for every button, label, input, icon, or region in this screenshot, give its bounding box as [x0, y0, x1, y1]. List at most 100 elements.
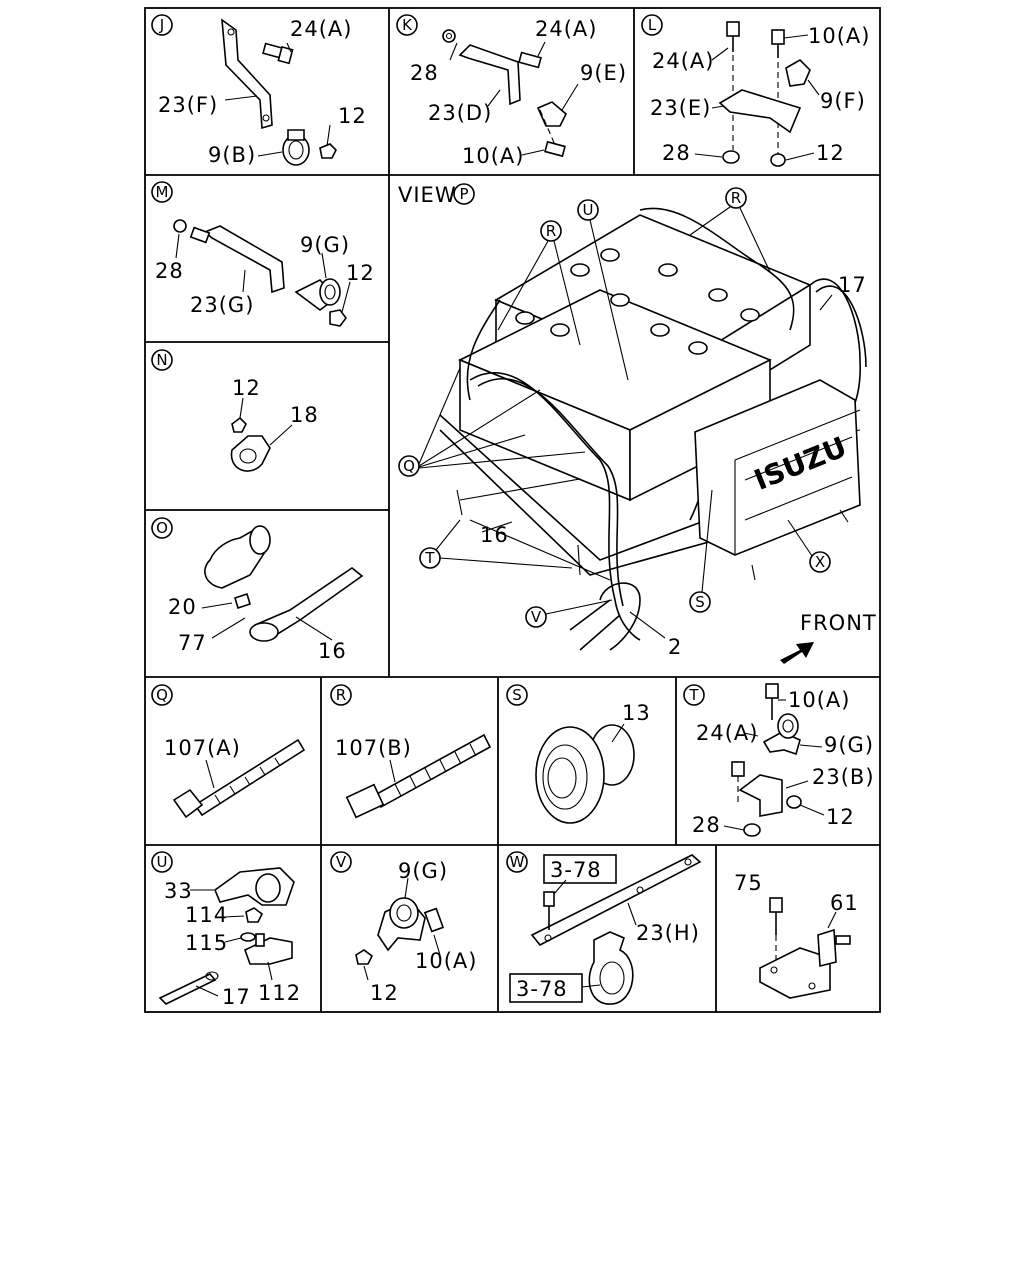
- clip-9e: [536, 101, 567, 127]
- view-word: VIEW: [398, 183, 457, 207]
- panel-grid: [144, 7, 881, 1013]
- clamp-18: [230, 435, 271, 472]
- nut-12: [355, 949, 374, 965]
- panel-v-letter: V: [336, 853, 347, 871]
- bracket-23f: [221, 18, 273, 130]
- label-24a: 24(A): [535, 17, 597, 41]
- label-10a: 10(A): [808, 24, 870, 48]
- label-28: 28: [692, 813, 721, 837]
- label-2: 2: [668, 635, 682, 659]
- label-23b: 23(B): [812, 765, 875, 789]
- nut-12: [231, 416, 247, 433]
- front-arrow-icon: [780, 642, 814, 664]
- label-18: 18: [290, 403, 319, 427]
- svg-text:X: X: [815, 553, 825, 571]
- label-9g: 9(G): [824, 733, 874, 757]
- panel-s: S 13: [506, 684, 650, 824]
- panel-j-marker: [151, 14, 173, 36]
- label-9g: 9(G): [300, 233, 350, 257]
- label-23g: 23(G): [190, 293, 254, 317]
- panel-p-main-view: VIEW P: [398, 183, 877, 664]
- front-label: FRONT: [800, 611, 877, 635]
- callout-s: S: [689, 489, 713, 613]
- panel-k-letter: K: [402, 16, 413, 34]
- bolt-24a: [731, 761, 745, 777]
- panel-p-letter: P: [459, 185, 468, 203]
- callout-x: X: [787, 519, 831, 573]
- panel-q: Q 107(A): [151, 684, 306, 819]
- label-75: 75: [734, 871, 763, 895]
- nut-20: [234, 592, 251, 610]
- label-17: 17: [222, 985, 251, 1009]
- label-112: 112: [258, 981, 301, 1005]
- callout-r-1: R: [497, 220, 581, 346]
- bolt-24a: [518, 51, 542, 69]
- label-23d: 23(D): [428, 101, 492, 125]
- nut-28: [743, 823, 761, 837]
- label-16: 16: [318, 639, 347, 663]
- washer-77: [249, 622, 279, 642]
- svg-text:S: S: [695, 593, 705, 611]
- bracket-23g: [203, 225, 285, 294]
- clamp-3-78: [588, 931, 634, 1005]
- bolt-10a: [423, 907, 445, 933]
- panel-w: W 3-78 23(H) 3-78: [506, 851, 702, 1005]
- bolt-24a: [726, 21, 740, 37]
- nut-28: [442, 29, 456, 43]
- panel-l: L 10(A) 24(A) 9(F) 23(E) 28 12: [641, 14, 870, 167]
- label-24a: 24(A): [652, 49, 714, 73]
- panel-j-letter: J: [159, 16, 164, 34]
- panel-j: J 24(A) 23(F) 12 9(B): [151, 14, 366, 167]
- panel-m: M 9(G) 12 28 23(G): [151, 181, 375, 327]
- svg-text:R: R: [731, 189, 741, 207]
- panel-r: R 107(B): [330, 684, 492, 819]
- nut-12: [786, 795, 802, 809]
- terminal-112: [244, 937, 293, 965]
- panel-t-letter: T: [688, 686, 699, 704]
- ref-3-78-bottom: 3-78: [516, 977, 568, 1001]
- label-23e: 23(E): [650, 96, 711, 120]
- label-24a: 24(A): [290, 17, 352, 41]
- ref-box-2: [509, 973, 583, 1003]
- label-33: 33: [164, 879, 193, 903]
- label-61: 61: [830, 891, 859, 915]
- label-12: 12: [346, 261, 375, 285]
- label-28: 28: [662, 141, 691, 165]
- label-17: 17: [838, 273, 867, 297]
- label-23h: 23(H): [636, 921, 700, 945]
- terminal-boot-33: [214, 867, 295, 906]
- nut-12: [329, 309, 347, 327]
- panel-r-letter: R: [336, 686, 346, 704]
- svg-text:R: R: [546, 222, 556, 240]
- panel-t: T 10(A) 24(A) 9(G) 23(B) 12 28: [683, 683, 875, 837]
- label-115: 115: [185, 931, 228, 955]
- nut-28: [722, 150, 740, 164]
- label-12: 12: [816, 141, 845, 165]
- panel-v: V 9(G) 10(A) 12: [330, 851, 476, 1005]
- panel-n-letter: N: [156, 351, 167, 369]
- label-12: 12: [232, 376, 261, 400]
- panel-u-letter: U: [157, 853, 168, 871]
- panel-w-letter: W: [510, 853, 525, 871]
- label-9f: 9(F): [820, 89, 866, 113]
- callout-q: Q: [398, 367, 586, 477]
- label-12: 12: [826, 805, 855, 829]
- label-9g: 9(G): [398, 859, 448, 883]
- svg-text:Q: Q: [403, 457, 415, 475]
- label-28: 28: [155, 259, 184, 283]
- label-114: 114: [185, 903, 228, 927]
- bolt-10a: [544, 140, 566, 158]
- panel-s-letter: S: [512, 686, 522, 704]
- label-16: 16: [480, 523, 509, 547]
- panel-u: U 33 114 115 17 112: [151, 851, 301, 1009]
- svg-text:V: V: [531, 608, 542, 626]
- panel-o-letter: O: [156, 519, 168, 537]
- bolt-10a: [765, 683, 779, 699]
- bracket-23e: [718, 89, 802, 134]
- washer-115: [240, 932, 256, 942]
- strap-23h: [530, 854, 702, 947]
- panel-bracket-75-61: 75 61: [734, 871, 859, 999]
- label-10a: 10(A): [462, 144, 524, 168]
- svg-text:T: T: [424, 549, 435, 567]
- nut-114: [245, 907, 264, 923]
